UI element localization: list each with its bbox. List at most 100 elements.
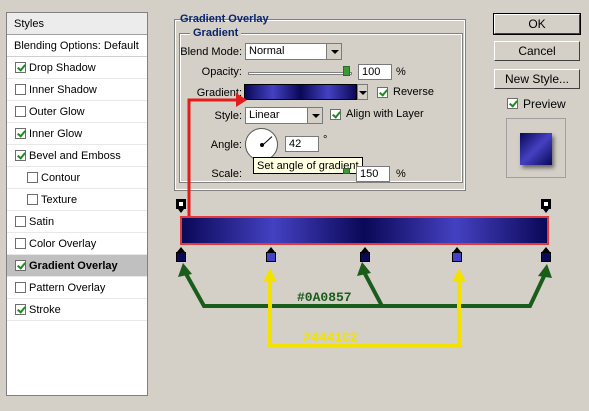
style-select[interactable]: Linear: [245, 107, 323, 124]
checkbox-icon[interactable]: [27, 194, 38, 205]
opacity-stop-left[interactable]: [176, 199, 186, 213]
stop-pointer: [542, 247, 550, 252]
stop-pointer: [267, 247, 275, 252]
gradient-picker-swatch[interactable]: [244, 84, 357, 100]
styles-header[interactable]: Styles: [7, 13, 147, 35]
scale-field[interactable]: 150: [356, 166, 390, 182]
checkbox-icon[interactable]: [15, 128, 26, 139]
style-item-label: Gradient Overlay: [29, 260, 118, 272]
checkbox-icon[interactable]: [15, 106, 26, 117]
yellow-arrowhead-left: [263, 268, 277, 282]
stop-color-swatch: [266, 252, 276, 262]
style-item-stroke[interactable]: Stroke: [7, 299, 147, 321]
new-style-button[interactable]: New Style...: [494, 69, 580, 89]
yellow-arrow-line: [268, 276, 461, 348]
style-item-label: Texture: [41, 194, 78, 206]
opacity-slider-thumb[interactable]: [343, 66, 350, 76]
style-label: Style:: [214, 110, 242, 122]
color-stop-1[interactable]: [176, 247, 186, 262]
opacity-slider[interactable]: [248, 72, 352, 75]
style-item-label: Inner Shadow: [29, 84, 97, 96]
preview-thumbnail: [506, 118, 566, 178]
style-item-inner-shadow[interactable]: Inner Shadow: [7, 79, 147, 101]
style-item-gradient-overlay[interactable]: Gradient Overlay: [7, 255, 147, 277]
style-item-label: Stroke: [29, 304, 61, 316]
style-item-contour[interactable]: Contour: [7, 167, 147, 189]
panel-title: Gradient Overlay: [180, 13, 269, 25]
gradient-editor-bar[interactable]: [180, 216, 549, 245]
reverse-checkbox[interactable]: Reverse: [377, 86, 434, 100]
gradient-dropdown-button[interactable]: [357, 84, 368, 100]
stop-pointer: [361, 247, 369, 252]
chevron-down-icon: [326, 44, 341, 59]
stop-color-swatch: [176, 252, 186, 262]
angle-label: Angle:: [210, 139, 242, 151]
style-item-pattern-overlay[interactable]: Pattern Overlay: [7, 277, 147, 299]
style-item-inner-glow[interactable]: Inner Glow: [7, 123, 147, 145]
stop-pointer: [453, 247, 461, 252]
angle-unit: °: [323, 134, 328, 146]
color-stop-3[interactable]: [360, 247, 370, 262]
opacity-field[interactable]: 100: [358, 64, 392, 80]
preview-swatch: [520, 133, 552, 165]
checkbox-icon[interactable]: [15, 84, 26, 95]
angle-tooltip: Set angle of gradient: [253, 157, 363, 174]
checkbox-icon[interactable]: [15, 216, 26, 227]
checkbox-icon[interactable]: [15, 62, 26, 73]
angle-field[interactable]: 42: [285, 136, 319, 152]
checkbox-icon[interactable]: [15, 282, 26, 293]
style-value: Linear: [249, 109, 280, 121]
reverse-check-icon: [377, 87, 388, 98]
blend-mode-label: Blend Mode:: [180, 46, 242, 58]
style-item-bevel-and-emboss[interactable]: Bevel and Emboss: [7, 145, 147, 167]
align-check-icon: [330, 109, 341, 120]
angle-center-dot: [260, 143, 264, 147]
style-item-outer-glow[interactable]: Outer Glow: [7, 101, 147, 123]
style-item-color-overlay[interactable]: Color Overlay: [7, 233, 147, 255]
style-item-label: Drop Shadow: [29, 62, 96, 74]
ok-button[interactable]: OK: [493, 13, 581, 35]
gradient-label: Gradient:: [196, 87, 242, 99]
dark-hex-label: #0A0857: [297, 290, 352, 305]
yellow-arrowhead-right: [452, 268, 466, 282]
gradient-overlay-group: [174, 19, 466, 191]
checkbox-icon[interactable]: [15, 304, 26, 315]
checkbox-icon[interactable]: [15, 238, 26, 249]
green-arrow-mid-line: [362, 271, 384, 307]
green-arrowhead-left: [178, 263, 192, 277]
style-item-label: Inner Glow: [29, 128, 83, 140]
checkbox-icon[interactable]: [15, 150, 26, 161]
style-item-drop-shadow[interactable]: Drop Shadow: [7, 57, 147, 79]
chevron-down-icon: [307, 108, 322, 123]
green-arrow-line: [183, 271, 548, 308]
angle-dial[interactable]: [245, 128, 278, 161]
preview-check-icon: [507, 98, 518, 109]
align-with-layer-checkbox[interactable]: Align with Layer: [330, 108, 424, 122]
scale-label: Scale:: [211, 168, 242, 180]
blend-mode-select[interactable]: Normal: [245, 43, 342, 60]
gradient-subgroup: [179, 33, 463, 183]
preview-checkbox[interactable]: Preview: [507, 97, 566, 111]
green-arrowhead-right: [538, 264, 552, 278]
group-title: Gradient: [190, 27, 242, 39]
light-hex-label: #4441C2: [303, 330, 358, 345]
style-item-satin[interactable]: Satin: [7, 211, 147, 233]
style-item-texture[interactable]: Texture: [7, 189, 147, 211]
color-stop-2[interactable]: [266, 247, 276, 262]
style-item-label: Pattern Overlay: [29, 282, 106, 294]
checkbox-icon[interactable]: [15, 260, 26, 271]
scale-slider-thumb[interactable]: [343, 168, 350, 174]
color-stop-5[interactable]: [541, 247, 551, 262]
color-stop-4[interactable]: [452, 247, 462, 262]
blending-options-item[interactable]: Blending Options: Default: [7, 35, 147, 57]
cancel-button[interactable]: Cancel: [494, 41, 580, 61]
opacity-unit: %: [396, 66, 406, 78]
style-item-label: Satin: [29, 216, 55, 228]
stop-color-swatch: [360, 252, 370, 262]
stop-color-swatch: [541, 252, 551, 262]
opacity-stop-right[interactable]: [541, 199, 551, 213]
checkbox-icon[interactable]: [27, 172, 38, 183]
green-arrowhead-mid: [357, 262, 371, 276]
stop-pointer: [177, 247, 185, 252]
style-item-label: Bevel and Emboss: [29, 150, 121, 162]
